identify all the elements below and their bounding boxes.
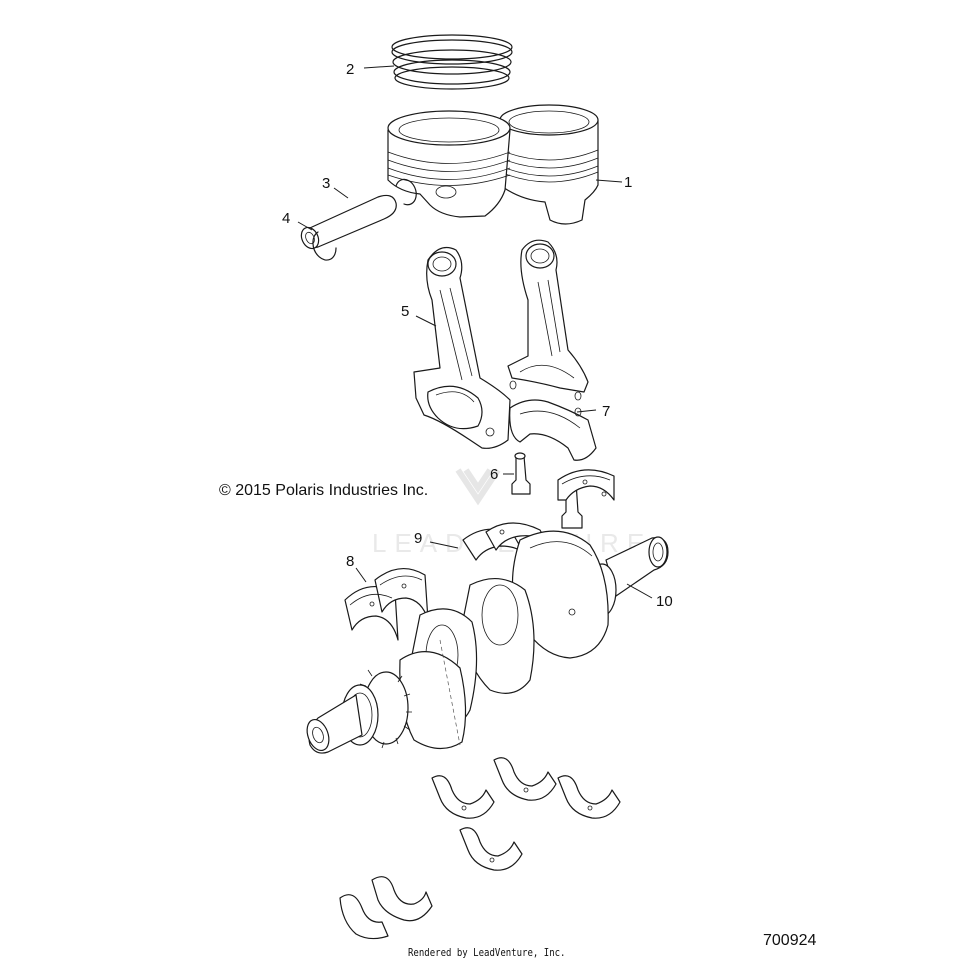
callout-1: 1 bbox=[624, 174, 632, 191]
thrust-bearing bbox=[462, 522, 549, 561]
callout-5: 5 bbox=[401, 303, 409, 320]
main-bearing-left bbox=[344, 568, 429, 641]
callout-3: 3 bbox=[322, 175, 330, 192]
piston-pin bbox=[300, 194, 397, 250]
circlips bbox=[312, 178, 417, 261]
copyright-notice: © 2015 Polaris Industries Inc. bbox=[219, 482, 429, 499]
piston-left bbox=[387, 110, 511, 218]
callout-6: 6 bbox=[490, 466, 498, 483]
leader-lines bbox=[297, 65, 653, 599]
callout-labels: 2 1 3 4 5 7 6 8 9 10 bbox=[282, 61, 673, 610]
piston-rings bbox=[391, 34, 513, 90]
callout-7: 7 bbox=[602, 403, 610, 420]
callout-4: 4 bbox=[282, 210, 290, 227]
main-bearing-shells-lower bbox=[339, 757, 621, 940]
figure-id: 700924 bbox=[763, 932, 817, 949]
piston-right bbox=[499, 104, 599, 225]
callout-2: 2 bbox=[346, 61, 354, 78]
rod-cap bbox=[509, 380, 597, 461]
callout-9: 9 bbox=[414, 530, 422, 547]
connecting-rod-right bbox=[507, 239, 589, 393]
crankshaft bbox=[306, 530, 669, 754]
rod-bolt-upper bbox=[511, 452, 531, 495]
callout-10: 10 bbox=[656, 593, 673, 610]
connecting-rod-left bbox=[413, 247, 511, 449]
callout-8: 8 bbox=[346, 553, 354, 570]
rendered-by-credit: Rendered by LeadVenture, Inc. bbox=[408, 946, 566, 959]
rod-bearing-upper bbox=[557, 469, 615, 501]
